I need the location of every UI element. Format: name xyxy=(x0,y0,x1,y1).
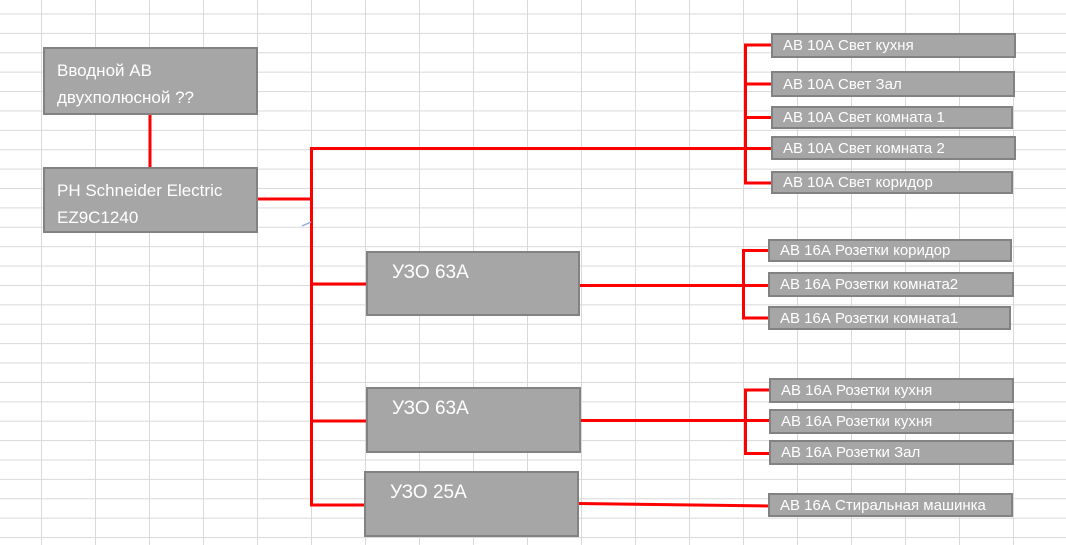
rcd3-label: УЗО 25А xyxy=(390,482,467,503)
breaker-box-sockets-kitchen1[interactable]: АВ 16А Розетки кухня xyxy=(769,378,1014,403)
breaker-box-light-room2[interactable]: АВ 10А Свет комната 2 xyxy=(771,136,1016,160)
panel-box[interactable]: РН Schneider Electric EZ9C1240 xyxy=(43,167,258,233)
breaker-box-washing-machine[interactable]: АВ 16А Стиральная машинка xyxy=(768,493,1013,517)
panel-label-line2: EZ9C1240 xyxy=(57,208,139,227)
main-breaker-box[interactable]: Вводной АВ двухполюсной ?? xyxy=(43,47,258,115)
panel-label-line1: РН Schneider Electric xyxy=(57,181,223,200)
breaker-box-light-room1[interactable]: АВ 10А Свет комната 1 xyxy=(771,106,1013,129)
rcd3-box[interactable]: УЗО 25А xyxy=(364,471,579,537)
wire-rcd3-to-washer xyxy=(577,502,770,508)
rcd1-box[interactable]: УЗО 63А xyxy=(366,251,580,316)
breaker-box-light-corridor[interactable]: АВ 10А Свет коридор xyxy=(771,171,1013,194)
main-breaker-label-line2: двухполюсной ?? xyxy=(57,88,195,107)
breaker-box-sockets-room1[interactable]: АВ 16А Розетки комната1 xyxy=(768,306,1011,330)
rcd2-label: УЗО 63А xyxy=(392,398,469,419)
breaker-box-sockets-kitchen2[interactable]: АВ 16А Розетки кухня xyxy=(769,409,1014,434)
rcd2-box[interactable]: УЗО 63А xyxy=(366,387,581,453)
breaker-box-light-kitchen[interactable]: АВ 10А Свет кухня xyxy=(771,33,1016,58)
breaker-box-sockets-corridor[interactable]: АВ 16А Розетки коридор xyxy=(768,239,1012,262)
main-breaker-label-line1: Вводной АВ xyxy=(57,61,152,80)
breaker-box-sockets-hall[interactable]: АВ 16А Розетки Зал xyxy=(769,440,1014,465)
breaker-box-sockets-room2[interactable]: АВ 16А Розетки комната2 xyxy=(768,272,1014,297)
stray-blue-mark xyxy=(301,221,312,227)
rcd1-label: УЗО 63А xyxy=(392,262,469,283)
breaker-box-light-hall[interactable]: АВ 10А Свет Зал xyxy=(771,71,1015,97)
